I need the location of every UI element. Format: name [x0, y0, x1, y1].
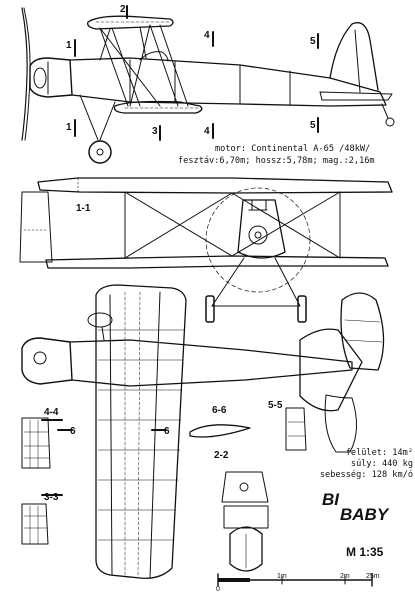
section-1-bottom: 1	[66, 122, 72, 133]
section-4-4: 4-4	[44, 407, 59, 418]
scale-tick-2m: 2m	[340, 573, 350, 580]
section-6-6: 6-6	[212, 405, 227, 416]
section-1-top: 1	[66, 40, 72, 51]
section-1-1: 1-1	[76, 203, 91, 214]
section-5-top: 5	[310, 36, 316, 47]
weight-stat: súly: 440 kg	[350, 459, 413, 469]
front-view	[19, 177, 393, 323]
section-6-left: 6	[70, 426, 76, 437]
section-2-2: 2-2	[214, 450, 229, 461]
side-view	[21, 5, 395, 164]
section-5-bottom: 5	[310, 120, 316, 131]
scale-tick-25m: 25m	[366, 573, 380, 580]
section-4-top: 4	[204, 30, 210, 41]
section-4-bottom: 4	[204, 126, 210, 137]
section-2: 2	[120, 4, 126, 15]
dimensions-spec: fesztáv:6,70m; hossz:5,78m; mag.:2,16m	[178, 156, 375, 166]
scale-tick-1m: 1m	[277, 573, 287, 580]
section-3: 3	[152, 126, 158, 137]
section-details	[21, 407, 307, 572]
stats-block: felület: 14m² súly: 440 kg sebesség: 128…	[265, 448, 413, 481]
engine-spec: motor: Continental A-65 /48kW/	[215, 144, 371, 154]
speed-stat: sebesség: 128 km/ó	[319, 470, 413, 480]
title-line2: BABY	[340, 505, 389, 524]
section-5-5: 5-5	[268, 400, 283, 411]
title-line1: BI	[322, 490, 339, 509]
area-stat: felület: 14m²	[345, 448, 413, 458]
scale-bar-graphic	[217, 573, 373, 587]
scale-ratio: M 1:35	[346, 545, 384, 559]
section-6-right: 6	[164, 426, 170, 437]
scale-tick-0: 0	[216, 586, 220, 593]
top-view	[21, 284, 385, 579]
section-3-3: 3-3	[44, 492, 59, 503]
